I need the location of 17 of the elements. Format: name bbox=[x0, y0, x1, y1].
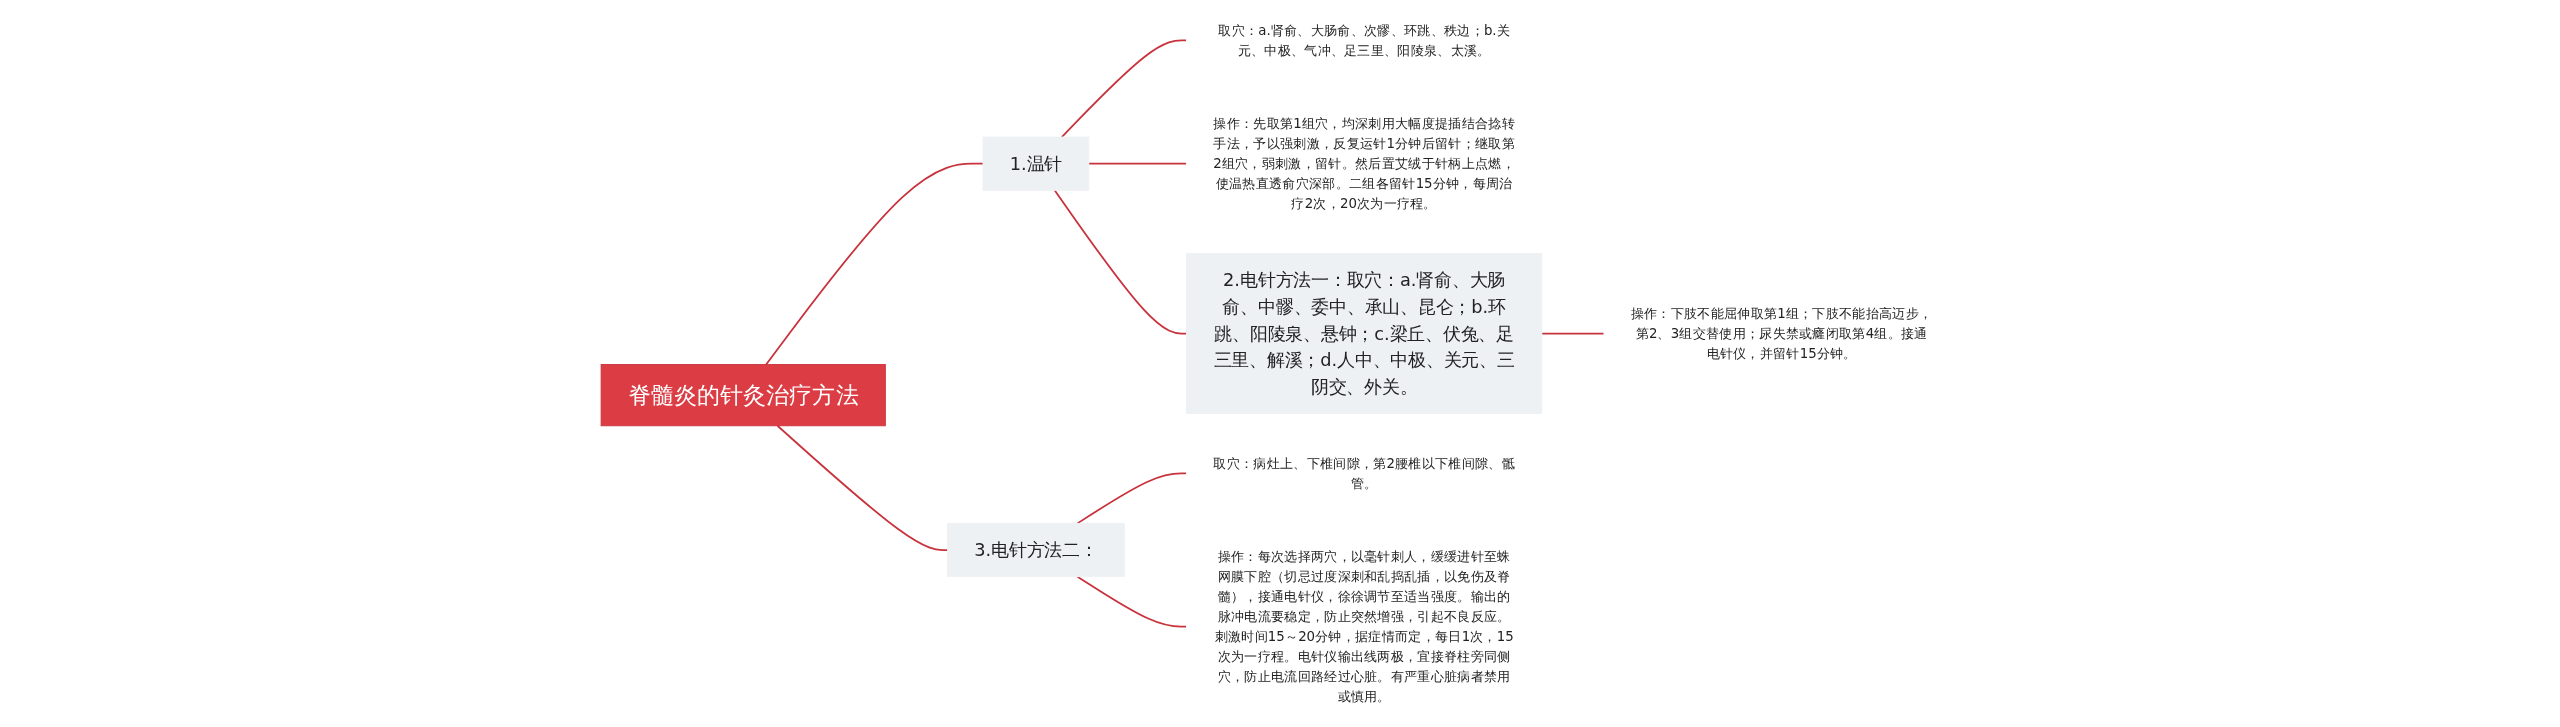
connector bbox=[1540, 332, 1605, 335]
node-text: 取穴：病灶上、下椎间隙，第2腰椎以下椎间隙、骶管。 bbox=[1213, 455, 1515, 492]
node-box: 2.电针方法一：取穴：a.肾俞、大肠俞、中髎、委中、承山、昆仑；b.环跳、阳陵泉、悬钟；c.梁丘、伏兔、足三里、解溪；d.人中、中极、关元、三阴交、外关。 bbox=[1185, 253, 1543, 414]
connector bbox=[1087, 162, 1188, 165]
node-box: 脊髓炎的针灸治疗方法 bbox=[600, 364, 886, 427]
connector bbox=[1076, 575, 1188, 628]
node-text: 取穴：a.肾俞、大肠俞、次髎、环跳、秩边；b.关元、中极、气冲、足三里、阳陵泉、太溪。 bbox=[1218, 22, 1510, 59]
node-box: 3.电针方法二： bbox=[946, 522, 1125, 578]
connector bbox=[776, 424, 949, 551]
connector bbox=[1053, 189, 1188, 335]
node-text: 操作：下肢不能屈伸取第1组；下肢不能抬高迈步，第2、3组交替使用；尿失禁或癃闭取第4组。接通电针仪，并留针15分钟。 bbox=[1630, 305, 1933, 362]
node-text: 操作：先取第1组穴，均深刺用大幅度提插结合捻转手法，予以强刺激，反复运针1分钟后留针；继取第2组穴，弱刺激，留针。然后置艾绒于针柄上点燃，使温热直透俞穴深部。二组各留针15分钟，每周治疗2次，20次为一疗程。 bbox=[1213, 115, 1515, 212]
connector bbox=[1060, 39, 1188, 138]
connector bbox=[765, 162, 984, 366]
node-box: 1.温针 bbox=[982, 136, 1090, 191]
node-text: 操作：每次选择两穴，以毫针刺人，缓缓进针至蛛网膜下腔（切忌过度深刺和乱捣乱插，以免伤及脊髓），接通电针仪，徐徐调节至适当强度。输出的脉冲电流要稳定，防止突然增强，引起不良反应。刺激时间15～20分钟，据症情而定，每日1次，15次为一疗程。电针仪输出线两极，宜接脊柱旁同侧穴，防止电流回路经过心脏。有严重心脏病者禁用或慎用。 bbox=[1214, 548, 1514, 705]
connector bbox=[1076, 472, 1188, 525]
